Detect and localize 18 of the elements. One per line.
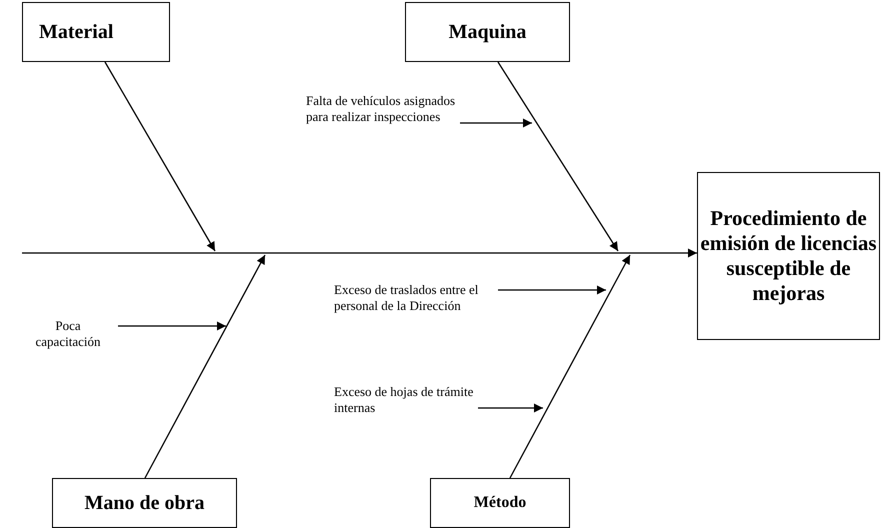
arrow xyxy=(509,254,631,478)
arrow xyxy=(478,404,543,412)
cause-text: Poca capacitación xyxy=(22,318,114,350)
arrow xyxy=(118,322,226,330)
category-box: Material xyxy=(22,2,170,62)
arrow xyxy=(497,62,619,252)
arrow xyxy=(144,254,266,478)
effect-box: Procedimiento de emisión de licencias susceptible de mejoras xyxy=(697,172,880,340)
arrow xyxy=(460,118,532,128)
cause-text: Falta de vehículos asignados para realizar inspecciones xyxy=(306,93,456,125)
category-box: Maquina xyxy=(405,2,570,62)
category-box: Método xyxy=(430,478,570,528)
category-box: Mano de obra xyxy=(52,478,237,528)
arrow xyxy=(498,286,606,294)
cause-text: Exceso de hojas de trámite internas xyxy=(334,384,474,416)
cause-text: Exceso de traslados entre el personal de la Dirección xyxy=(334,282,494,314)
spine-arrow xyxy=(22,248,697,258)
arrow xyxy=(104,62,216,252)
